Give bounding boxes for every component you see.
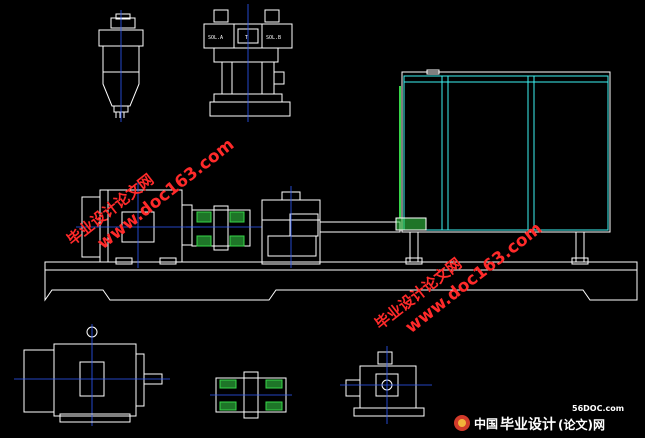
base-plate <box>44 261 638 302</box>
filter-unit <box>98 10 144 122</box>
valve-label-left: SOL.A <box>208 35 223 41</box>
main-motor <box>76 180 200 268</box>
valve-label-right: SOL.B <box>266 35 281 41</box>
pump-unit <box>261 186 321 268</box>
footer-logo-prefix: 中国 <box>474 416 498 431</box>
watermark-1: 毕业设计论文网 www.doc163.com <box>63 135 238 254</box>
solenoid-valve: SOL.A T SOL.B <box>203 4 293 122</box>
footer-logo-site: 56DOC.com <box>572 404 624 413</box>
footer-logo-suffix: (论文)网 <box>558 417 605 432</box>
coupling-section <box>210 371 292 419</box>
pump-end-view <box>340 346 432 424</box>
motor-side-view <box>14 324 170 426</box>
footer-logo: 56DOC.com 中国 毕业设计 (论文)网 <box>454 404 624 433</box>
coupling-assembly <box>186 205 262 251</box>
piston-rod <box>319 217 427 233</box>
valve-label-middle: T <box>245 35 248 41</box>
tank <box>399 69 611 265</box>
footer-logo-main: 毕业设计 <box>500 416 556 433</box>
